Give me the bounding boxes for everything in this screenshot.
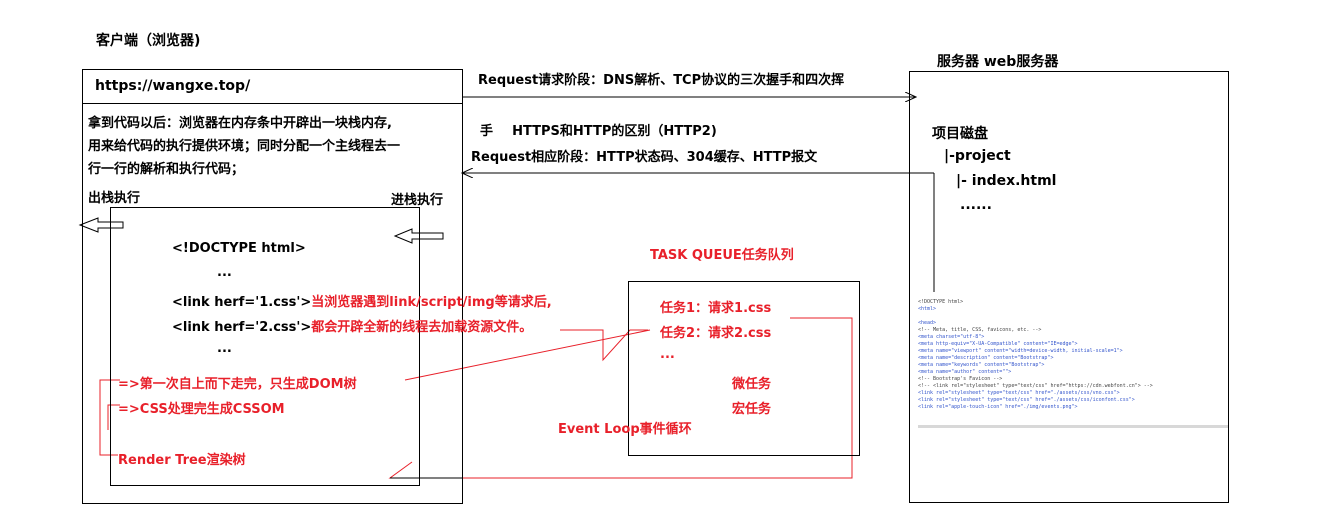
code-ellipsis-1: ... xyxy=(217,265,232,280)
render-tree-label: Render Tree渲染树 xyxy=(118,453,246,468)
code-preview-line: <html> xyxy=(918,306,937,312)
code-doctype: <!DOCTYPE html> xyxy=(172,241,306,256)
code-preview-line: <meta charset="utf-8"> xyxy=(918,334,985,340)
event-loop-label: Event Loop事件循环 xyxy=(558,422,692,437)
code-preview-line: <head> xyxy=(918,320,937,326)
server-project: |-project xyxy=(944,148,1011,164)
client-divider xyxy=(82,103,463,104)
stack-out-label: 出栈执行 xyxy=(88,191,141,206)
code-link2-note: 都会开辟全新的线程去加载资源文件。 xyxy=(311,320,533,335)
code-preview-line: <!DOCTYPE html> xyxy=(918,299,964,305)
request-phase-label: Request请求阶段：DNS解析、TCP协议的三次握手和四次挥 xyxy=(478,73,845,88)
server-disk-label: 项目磁盘 xyxy=(932,126,988,142)
cssom-note: =>CSS处理完生成CSSOM xyxy=(118,402,285,417)
code-preview-line: <meta name="keywords" content="Bootstrap… xyxy=(918,362,1045,368)
client-desc-line-2: 用来给代码的执行提供环境；同时分配一个主线程去一 xyxy=(88,139,401,154)
client-box xyxy=(82,69,463,504)
code-preview-line: <link rel="stylesheet" type="text/css" h… xyxy=(918,390,1120,396)
event-loop-connector xyxy=(388,317,853,479)
task-1: 任务1：请求1.css xyxy=(660,301,772,316)
client-title: 客户端（浏览器) xyxy=(96,33,201,49)
dom-note: =>第一次自上而下走完，只生成DOM树 xyxy=(118,377,357,392)
https-diff-label: HTTPS和HTTP的区别（HTTP2) xyxy=(512,124,717,139)
client-desc-line-3: 行一行的解析和执行代码； xyxy=(88,162,245,177)
code-link1: <link herf='1.css'> xyxy=(172,295,312,310)
code-link2: <link herf='2.css'> xyxy=(172,320,312,335)
server-dots: ...... xyxy=(960,197,992,213)
task-queue-title: TASK QUEUE任务队列 xyxy=(650,248,794,263)
stack-in-label: 进栈执行 xyxy=(391,193,444,208)
client-url: https://wangxe.top/ xyxy=(95,78,251,94)
code-preview-line: <meta http-equiv="X-UA-Compatible" conte… xyxy=(918,341,1078,347)
code-preview: <!DOCTYPE html> <html> <head> <!-- Meta,… xyxy=(918,299,1228,429)
code-preview-line: <link rel="apple-touch-icon" href="./img… xyxy=(918,404,1078,410)
code-preview-line: <meta name="viewport" content="width=dev… xyxy=(918,348,1123,354)
response-phase-label: Request相应阶段：HTTP状态码、304缓存、HTTP报文 xyxy=(471,150,818,165)
task-dots: ... xyxy=(660,347,675,362)
code-preview-line: <!-- Meta, title, CSS, favicons, etc. --… xyxy=(918,327,1042,333)
server-index: |- index.html xyxy=(956,173,1057,189)
hand-text: 手 xyxy=(480,124,494,139)
task-queue-box xyxy=(628,281,860,456)
link-to-queue-connector xyxy=(560,329,648,362)
client-desc-line-1: 拿到代码以后：浏览器在内存条中开辟出一块栈内存, xyxy=(88,116,392,131)
server-title: 服务器 web服务器 xyxy=(937,54,1059,70)
micro-task-label: 微任务 xyxy=(732,377,772,392)
code-preview-scrollbar[interactable] xyxy=(918,425,1228,428)
dom-connector xyxy=(404,329,651,381)
macro-task-label: 宏任务 xyxy=(732,402,772,417)
code-ellipsis-2: ... xyxy=(217,341,232,356)
code-link2-row: <link herf='2.css'>都会开辟全新的线程去加载资源文件。 xyxy=(172,316,532,335)
code-preview-line: <meta name="description" content="Bootst… xyxy=(918,355,1054,361)
server-box xyxy=(909,71,1229,503)
cssom-bracket xyxy=(107,404,120,430)
stack-box xyxy=(110,207,420,486)
code-preview-line: <link rel="stylesheet" type="text/css" h… xyxy=(918,397,1135,403)
code-preview-line: <!-- <link rel="stylesheet" type="text/c… xyxy=(918,383,1153,389)
code-preview-line: <meta name="author" content=""> xyxy=(918,369,1012,375)
code-preview-line: <!-- Bootstrap's Favicon --> xyxy=(918,376,1003,382)
https-row: 手 HTTPS和HTTP的区别（HTTP2) xyxy=(480,120,717,139)
stack-out-arrow xyxy=(78,217,124,233)
code-link1-row: <link herf='1.css'>当浏览器遇到link/script/img… xyxy=(172,291,552,310)
code-link1-note: 当浏览器遇到link/script/img等请求后, xyxy=(311,295,552,310)
task-2: 任务2：请求2.css xyxy=(660,326,772,341)
